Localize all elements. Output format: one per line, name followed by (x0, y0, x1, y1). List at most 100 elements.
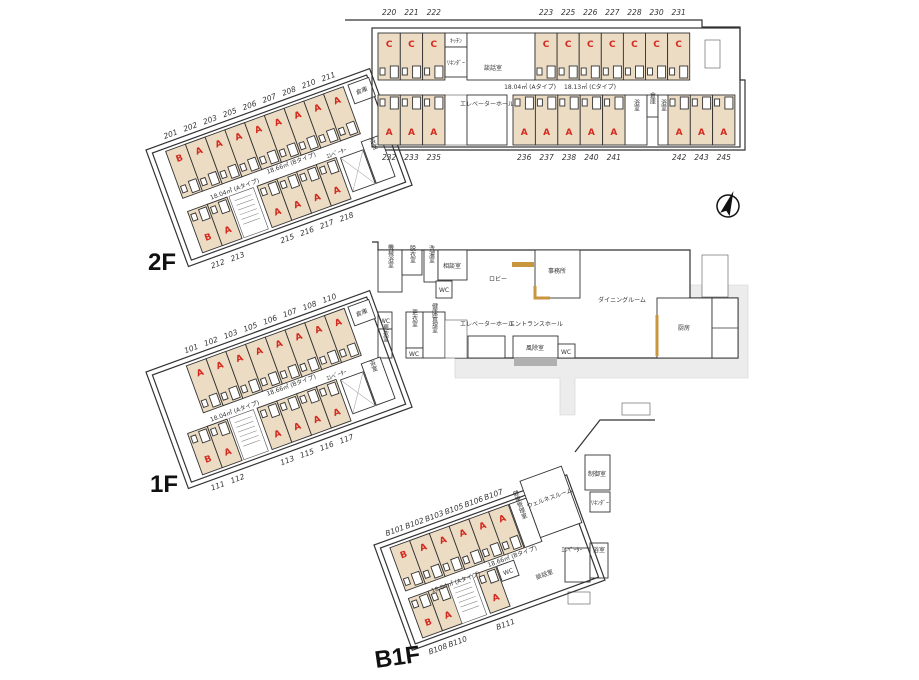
kitchen-label: ｷｯﾁﾝ (450, 38, 462, 45)
toilet (514, 98, 521, 107)
toilet (379, 98, 386, 107)
room-type-label: A (521, 128, 528, 138)
toilet (669, 67, 676, 76)
toilet (200, 398, 209, 409)
room-type-label: A (543, 128, 550, 138)
room-type-label: B (203, 232, 213, 244)
room-type-label: A (195, 368, 205, 380)
room-type-label: A (214, 139, 224, 151)
unit-bath (247, 378, 261, 394)
control-room-label: 制御室 (588, 470, 606, 478)
room-number: 115 (299, 447, 316, 460)
toilet (278, 148, 287, 158)
toilet (190, 434, 199, 444)
room-number: 228 (627, 8, 642, 17)
unit-bath (187, 178, 201, 194)
room-type-label: A (676, 128, 683, 138)
entrance-mat (514, 358, 557, 366)
room-type-label: A (293, 110, 303, 122)
toilet (424, 67, 431, 76)
unit-bath (410, 570, 424, 586)
unit-bath (679, 65, 689, 79)
unit-bath (450, 556, 463, 572)
toilet (299, 172, 308, 183)
toilet (259, 408, 268, 419)
unit-bath (412, 65, 422, 79)
stairs (228, 187, 269, 239)
room-number: B101 (384, 523, 405, 538)
room-type-label: A (443, 610, 453, 622)
reception-counter (512, 262, 534, 267)
toilet (179, 184, 189, 194)
room-number: 213 (229, 250, 246, 263)
toilet (536, 98, 543, 107)
room-type-label: A (273, 207, 283, 219)
machine-bath-label: 機械浴室 (387, 243, 394, 268)
room-type-label: A (566, 128, 573, 138)
room-type-label: A (478, 521, 488, 533)
toilet (481, 547, 491, 558)
entrance-hall-label: エントランスホール (509, 321, 563, 328)
room-type-label: C (430, 40, 437, 50)
room-type-label: A (610, 128, 617, 138)
toilet (714, 98, 721, 107)
outdoor-stairs (567, 591, 591, 605)
unit-bath (509, 534, 523, 550)
unit-bath (286, 142, 300, 158)
room-type-label: A (273, 117, 283, 129)
guest-room[interactable]: A 115 (276, 393, 319, 461)
room-number: B106 (463, 494, 485, 509)
room-type-label: A (720, 128, 727, 138)
room-type-label: A (215, 360, 225, 372)
bath-label: 浴室 (633, 98, 640, 111)
toilet (258, 155, 268, 165)
room-number: 223 (539, 8, 554, 17)
room-number: 117 (338, 432, 355, 445)
toilet (647, 67, 653, 76)
room-type-label: A (386, 128, 393, 138)
toilet (669, 98, 676, 107)
room-type-label: A (255, 346, 265, 358)
room-number: B102 (404, 516, 426, 531)
toilet (318, 165, 328, 175)
unit-bath (438, 586, 452, 602)
room-type-label: A (273, 429, 283, 441)
toilet (402, 576, 412, 587)
toilet (338, 348, 348, 358)
room-type-label: A (333, 96, 343, 108)
unit-bath (489, 541, 503, 558)
